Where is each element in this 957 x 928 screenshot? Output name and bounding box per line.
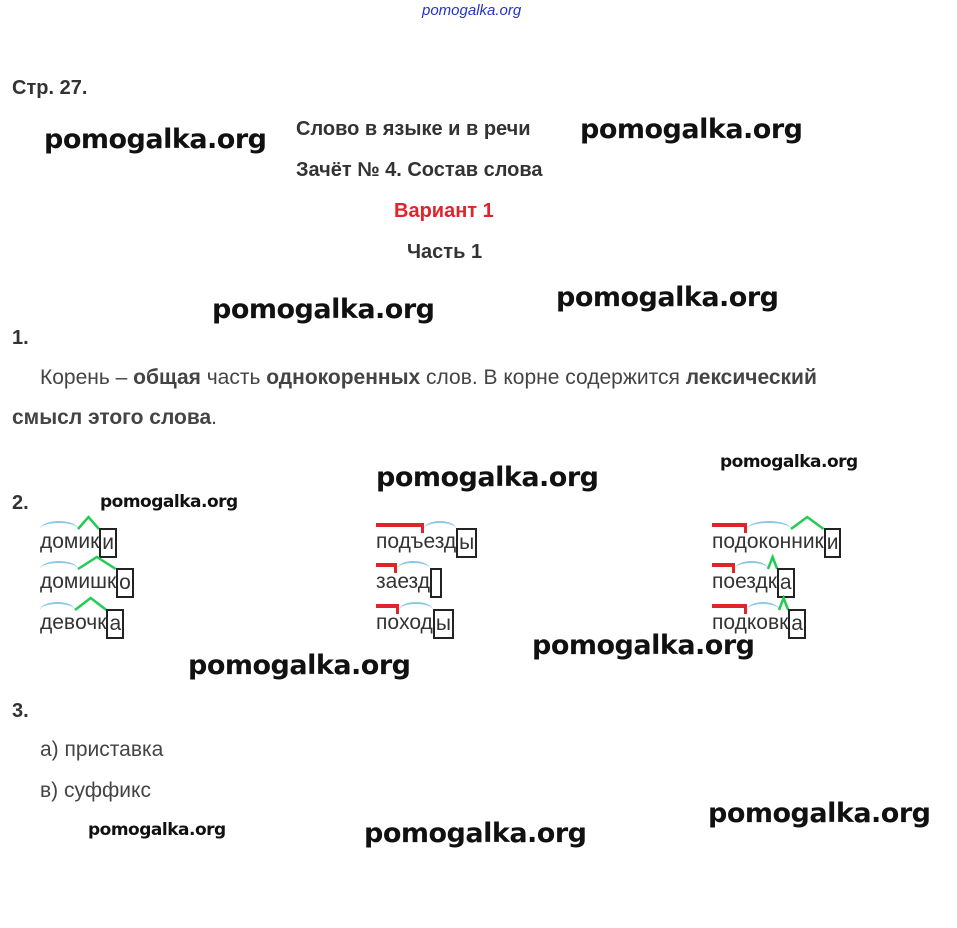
task1-line2: смысл этого слова. [12, 406, 217, 430]
word-prefix: за [376, 563, 398, 593]
word-root: езд [735, 561, 768, 593]
text: . [211, 406, 218, 429]
suffix-mark-icon [78, 556, 116, 570]
page-number: Стр. 27. [12, 77, 88, 99]
watermark-top: pomogalka.org [422, 2, 522, 19]
word-prefix: подъ [376, 523, 424, 553]
word-ending: о [116, 568, 134, 598]
bold-text: смысл этого слова [12, 406, 212, 429]
task3-number: 3. [12, 700, 29, 722]
suffix-mark-icon [779, 597, 788, 611]
suffix-mark-icon [768, 556, 777, 570]
watermark: pomogalka.org [100, 492, 238, 512]
word-ending: и [823, 528, 842, 558]
bold-text: однокоренных [266, 366, 421, 389]
word-suffix: к [779, 611, 788, 635]
word-ending [429, 568, 442, 598]
word-root: езд [423, 521, 457, 553]
watermark: pomogalka.org [580, 114, 803, 145]
word-ending: а [776, 568, 795, 598]
answer-b: в) суффикс [40, 779, 151, 802]
word-suffix: ник [791, 530, 824, 554]
task2-number: 2. [12, 492, 29, 514]
word-root: дом [40, 561, 79, 593]
text: часть [200, 366, 267, 389]
word-root: дом [40, 521, 79, 553]
watermark: pomogalka.org [376, 462, 599, 493]
word-prefix: по [712, 563, 736, 593]
word-prefix: под [712, 604, 747, 634]
watermark: pomogalka.org [212, 294, 435, 325]
word-root: езд [397, 561, 430, 593]
word-root: ков [746, 602, 780, 634]
task1-number: 1. [12, 327, 29, 349]
watermark: pomogalka.org [708, 798, 931, 829]
word-suffix: очк [75, 611, 106, 635]
watermark: pomogalka.org [720, 452, 858, 472]
word-suffix: к [768, 570, 777, 594]
watermark: pomogalka.org [44, 124, 267, 155]
word-root: ход [399, 602, 433, 634]
test-title: Зачёт № 4. Состав слова [296, 159, 543, 181]
word-ending: а [788, 609, 806, 639]
text: Корень – [40, 366, 134, 389]
parsed-word: заезд [376, 561, 442, 600]
word-suffix: ишк [78, 570, 116, 594]
watermark: pomogalka.org [188, 650, 411, 681]
watermark: pomogalka.org [532, 630, 755, 661]
answer-a: а) приставка [40, 738, 164, 761]
suffix-mark-icon [75, 597, 106, 611]
word-root: окон [746, 521, 792, 553]
section-title: Слово в языке и в речи [296, 118, 531, 140]
suffix-mark-icon [78, 516, 99, 530]
bold-text: лексический [685, 366, 817, 389]
word-ending: ы [456, 528, 478, 558]
variant-title: Вариант 1 [394, 200, 494, 222]
watermark: pomogalka.org [364, 818, 587, 849]
suffix-mark-icon [791, 516, 824, 530]
word-prefix: по [376, 604, 400, 634]
watermark: pomogalka.org [556, 282, 779, 313]
word-ending: а [106, 609, 125, 639]
word-ending: ы [432, 609, 454, 639]
watermark: pomogalka.org [88, 820, 226, 840]
word-ending: и [99, 528, 118, 558]
task1-line1: Корень – общая часть однокоренных слов. … [40, 366, 817, 390]
part-title: Часть 1 [407, 241, 483, 263]
text: слов. В корне содержится [420, 366, 686, 389]
bold-text: общая [133, 366, 201, 389]
word-prefix: под [712, 523, 747, 553]
word-root: дев [40, 602, 76, 634]
word-suffix: ик [78, 530, 99, 554]
